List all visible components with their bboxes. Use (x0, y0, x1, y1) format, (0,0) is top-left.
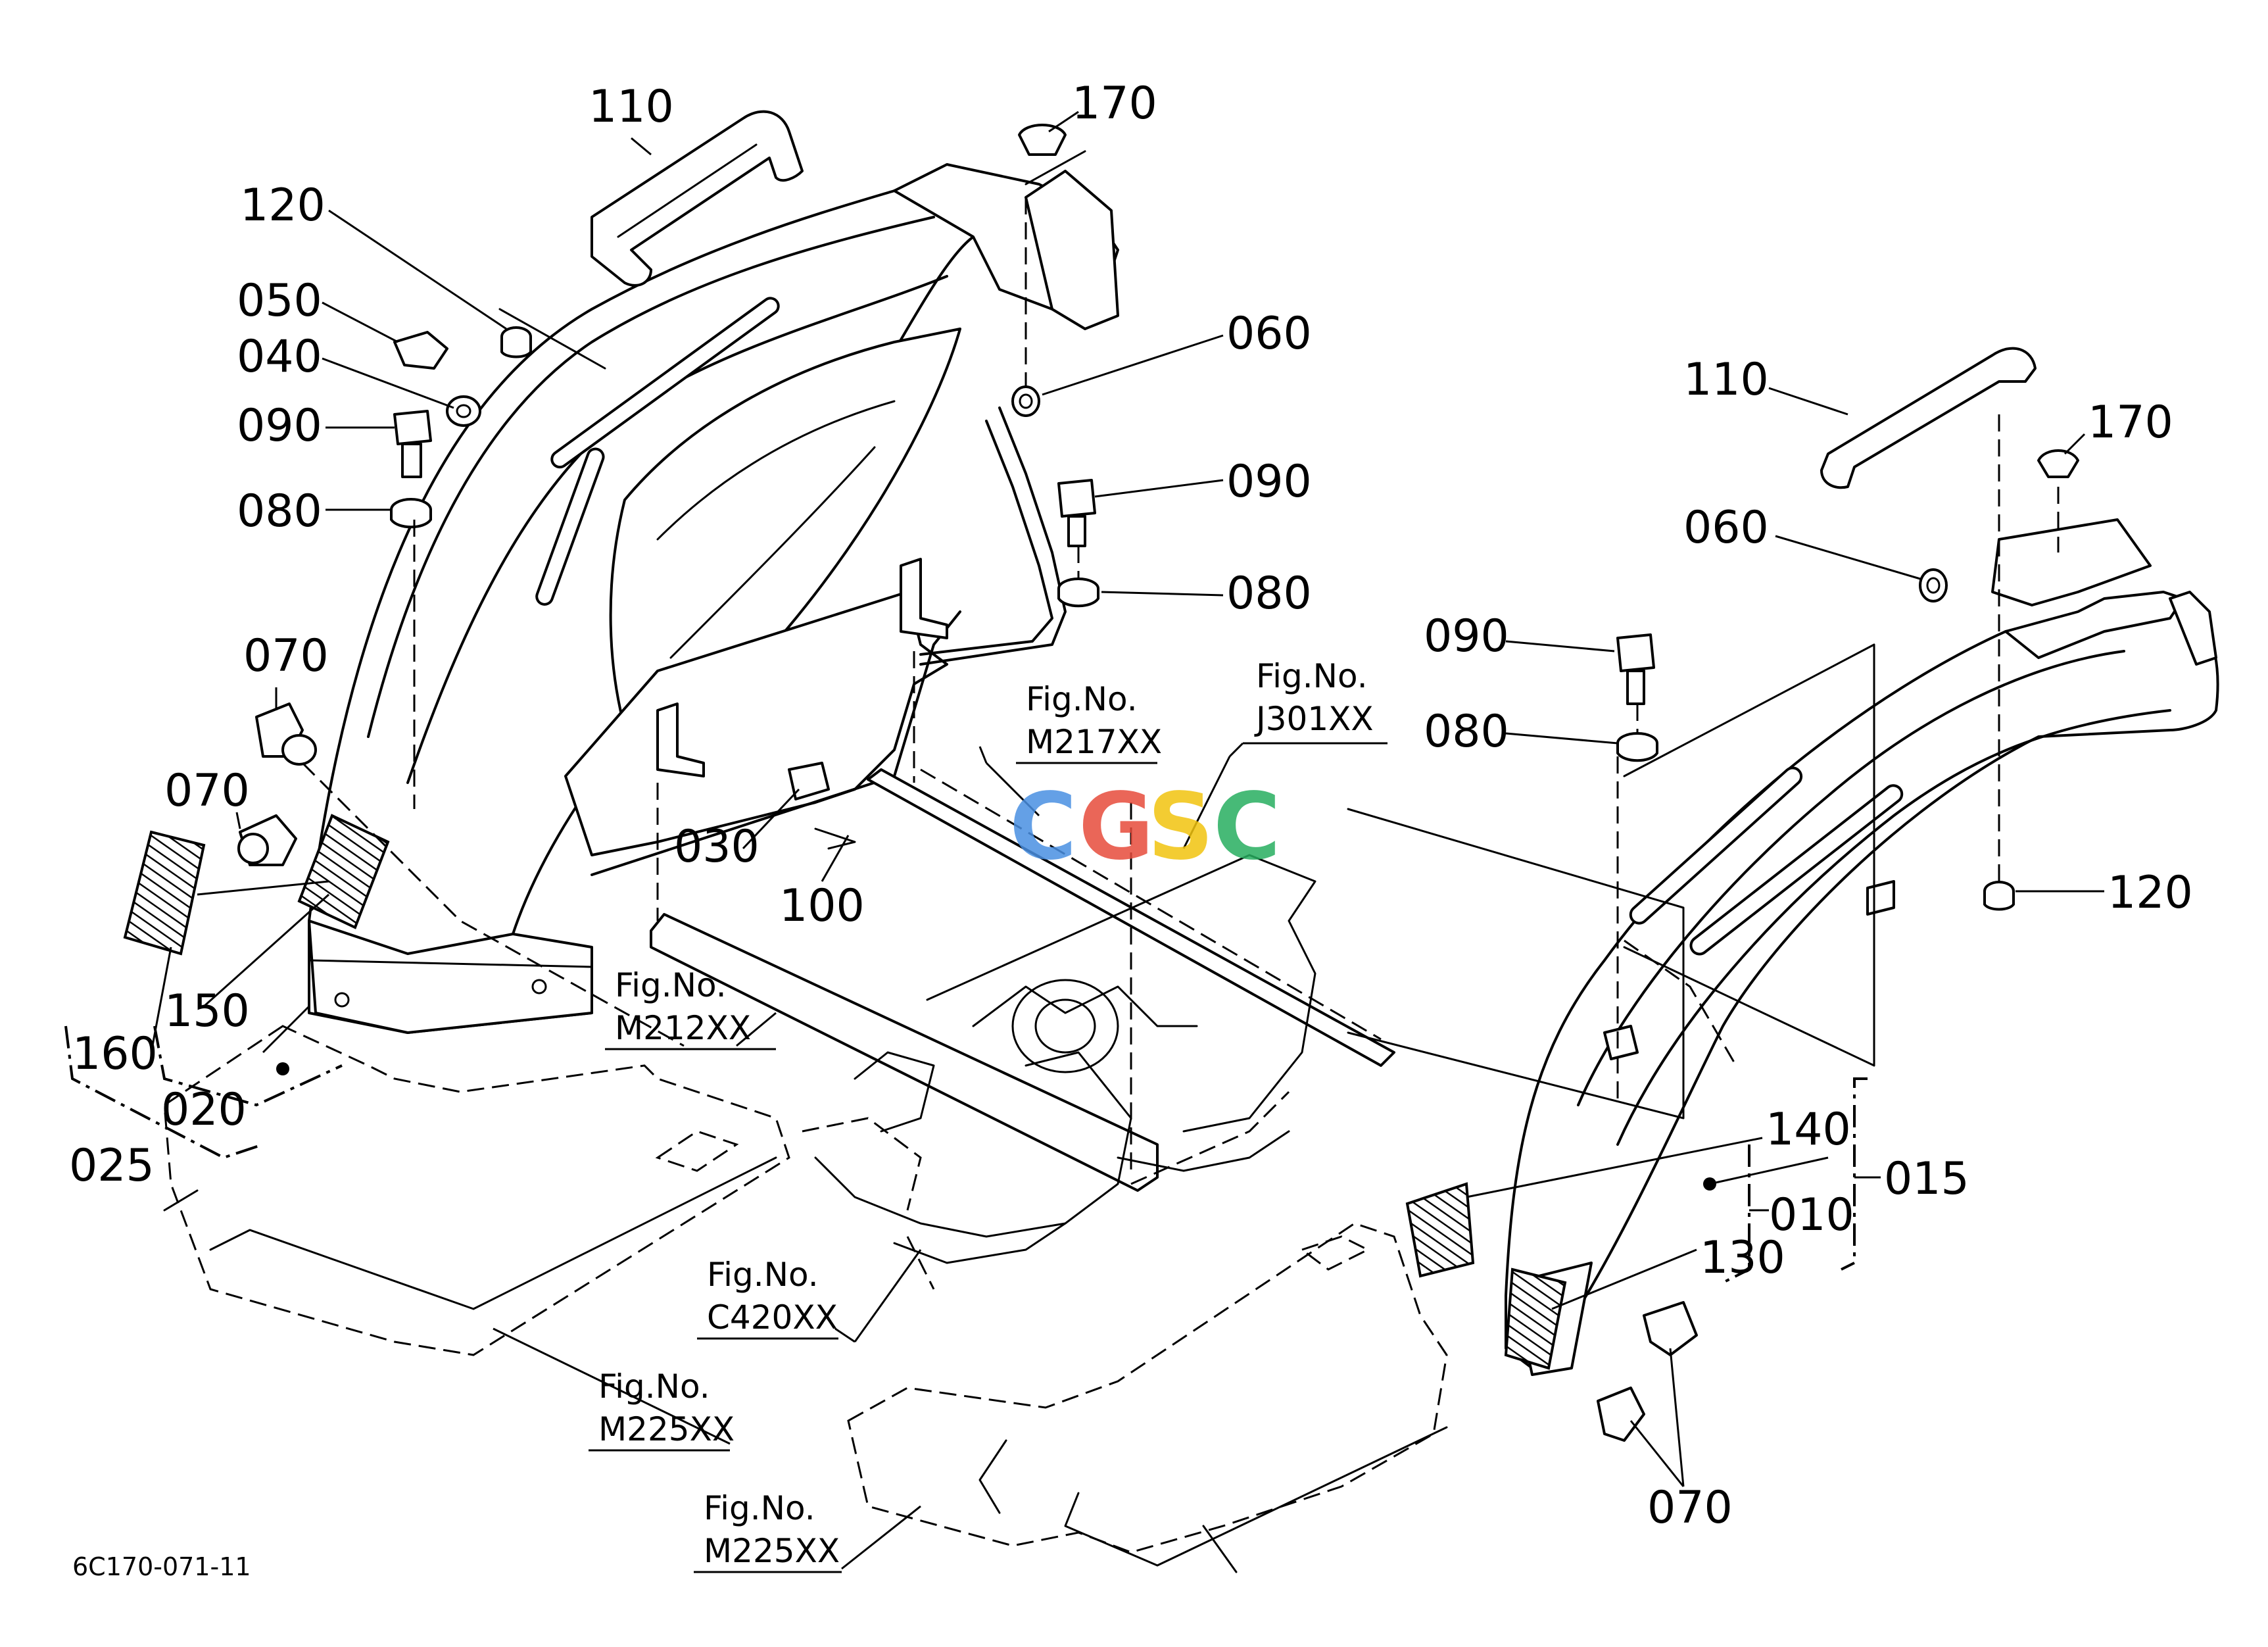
callout-060-left: 060 (1226, 308, 1312, 360)
watermark-letter: C (1213, 774, 1281, 881)
callout-070-left-upper: 070 (243, 630, 329, 682)
fig-label: Fig.No. (1256, 657, 1368, 695)
callout-090-right: 090 (1424, 610, 1509, 662)
callout-080-mid: 080 (1226, 568, 1312, 620)
callout-090-left: 090 (237, 400, 322, 452)
figure-reference: Fig.No. J301XX (1243, 657, 1387, 745)
left-fender (308, 163, 1119, 1034)
callout-130: 130 (1700, 1232, 1785, 1284)
fig-label: Fig.No. (704, 1489, 815, 1527)
callout-060-right: 060 (1683, 502, 1769, 554)
fig-number: M225XX (704, 1532, 840, 1570)
leader-lines (64, 111, 2104, 1570)
figure-reference: Fig.No. M217XX (1016, 680, 1162, 764)
callout-010: 010 (1769, 1189, 1854, 1241)
callout-050: 050 (237, 275, 322, 327)
callout-110-right: 110 (1683, 354, 1769, 406)
figure-reference: Fig.No. M225XX (694, 1489, 842, 1573)
left-fender-hardware (123, 110, 1099, 956)
right-fender (1405, 591, 2219, 1376)
marker-dot (276, 1062, 289, 1075)
watermark-letter: C (1009, 774, 1077, 881)
callout-170-left: 170 (1072, 78, 1157, 130)
callout-140: 140 (1766, 1104, 1851, 1156)
callout-170-right: 170 (2088, 397, 2173, 449)
fig-label: Fig.No. (1026, 680, 1138, 718)
figure-reference: Fig.No. M212XX (605, 966, 776, 1050)
callout-020: 020 (161, 1084, 247, 1136)
right-fender-hardware (1597, 347, 2152, 1442)
reference-planes (301, 150, 2060, 1177)
fig-number: C420XX (707, 1298, 838, 1337)
callouts: 110 120 050 040 090 080 070 070 150 160 … (69, 78, 2193, 1534)
callout-110-left: 110 (589, 81, 674, 133)
callout-080-right: 080 (1424, 706, 1509, 758)
right-floor-plate (847, 1222, 1448, 1573)
fig-label: Fig.No. (598, 1367, 710, 1406)
callout-025: 025 (69, 1140, 155, 1192)
figure-reference: Fig.No. C420XX (697, 1256, 838, 1340)
callout-150: 150 (164, 985, 250, 1037)
fig-number: M212XX (615, 1009, 751, 1047)
fig-number: M225XX (598, 1410, 735, 1448)
callout-070-right: 070 (1647, 1482, 1733, 1534)
callout-040: 040 (237, 331, 322, 383)
callout-120-left: 120 (240, 180, 326, 232)
watermark-letter: G (1078, 774, 1154, 881)
fig-label: Fig.No. (707, 1256, 819, 1294)
callout-090-mid: 090 (1226, 456, 1312, 508)
callout-120-right: 120 (2108, 867, 2193, 919)
callout-100: 100 (779, 880, 865, 932)
callout-030: 030 (674, 821, 760, 873)
callout-160: 160 (72, 1028, 158, 1080)
callout-015: 015 (1884, 1153, 1969, 1205)
watermark-letter: S (1147, 774, 1214, 881)
watermark: C G S C (1009, 774, 1281, 881)
callout-080-left: 080 (237, 485, 322, 537)
fig-number: J301XX (1254, 700, 1374, 738)
figure-reference: Fig.No. M225XX (589, 1367, 735, 1452)
fig-number: M217XX (1026, 723, 1162, 761)
marker-dot (1703, 1177, 1716, 1191)
fig-label: Fig.No. (615, 966, 727, 1004)
left-floor-plate (163, 1025, 790, 1356)
drawing-code: 6C170-071-11 (72, 1552, 251, 1581)
figure-references: Fig.No. M217XX Fig.No. J301XX Fig.No. M2… (589, 657, 1387, 1573)
callout-070-left-lower: 070 (164, 765, 250, 817)
